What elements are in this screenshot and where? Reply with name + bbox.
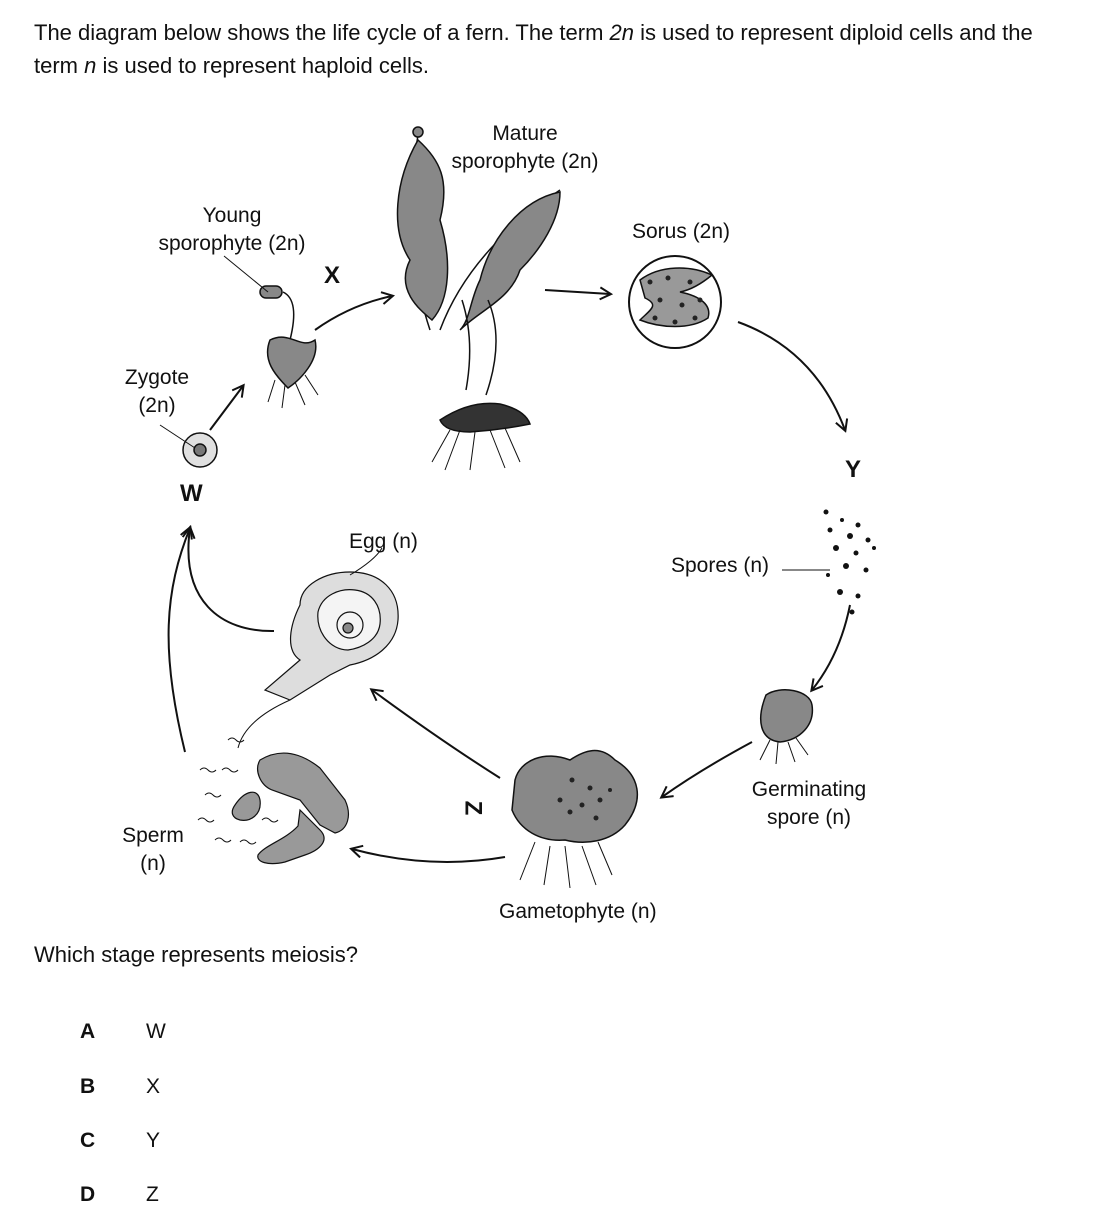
option-d[interactable]: D Z bbox=[80, 1183, 159, 1207]
stage-label-y: Y bbox=[845, 456, 862, 483]
label-zygote: Zygote(2n) bbox=[124, 366, 190, 417]
stage-label-z: Z bbox=[459, 800, 487, 816]
option-b[interactable]: B X bbox=[80, 1075, 160, 1099]
label-sorus: Sorus (2n) bbox=[632, 220, 731, 243]
mature-sporophyte-illustration bbox=[396, 126, 561, 471]
option-text: Y bbox=[146, 1129, 161, 1152]
option-letter: A bbox=[80, 1020, 96, 1043]
antheridium-illustration bbox=[197, 699, 349, 865]
option-letter: D bbox=[80, 1183, 96, 1206]
stage-label-x: X bbox=[324, 262, 341, 289]
sorus-illustration bbox=[628, 255, 722, 349]
intro-text: The diagram below shows the life cycle o… bbox=[34, 20, 1033, 78]
option-c[interactable]: C Y bbox=[80, 1129, 160, 1153]
spores-illustration bbox=[823, 509, 876, 615]
label-spores: Spores (n) bbox=[671, 554, 770, 577]
young-sporophyte-illustration bbox=[259, 285, 319, 409]
label-egg: Egg (n) bbox=[349, 530, 418, 553]
option-text: Z bbox=[146, 1183, 159, 1206]
label-gametophyte: Gametophyte (n) bbox=[499, 900, 657, 923]
question-text: Which stage represents meiosis? bbox=[34, 942, 359, 967]
option-letter: C bbox=[80, 1129, 96, 1152]
option-text: W bbox=[146, 1020, 166, 1043]
gametophyte-illustration bbox=[511, 749, 639, 889]
option-text: X bbox=[146, 1075, 161, 1098]
label-sperm: Sperm(n) bbox=[122, 824, 184, 875]
option-letter: B bbox=[80, 1075, 96, 1098]
stage-label-w: W bbox=[180, 480, 203, 507]
germinating-spore-illustration bbox=[759, 689, 814, 765]
zygote-illustration bbox=[182, 432, 218, 468]
archegonium-illustration bbox=[263, 547, 399, 701]
option-a[interactable]: A W bbox=[80, 1020, 166, 1044]
